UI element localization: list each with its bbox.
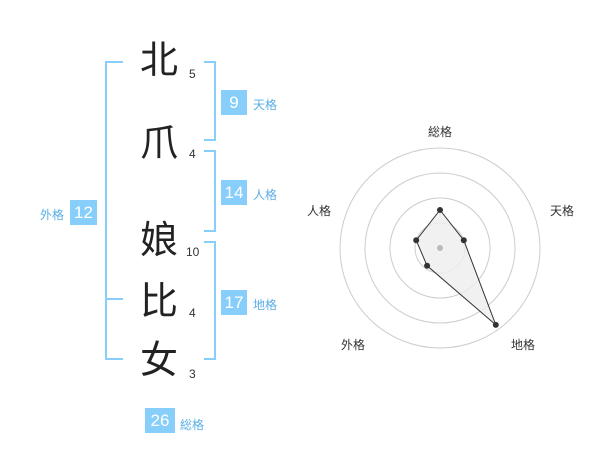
radar-point [413,237,420,244]
gaikaku-label: 外格 [40,208,65,222]
radar-polygon [415,209,497,326]
name-char-2: 爪 [139,121,178,165]
radar-points [413,207,499,328]
radar-rings [339,147,541,349]
name-char-4: 比 [139,279,178,323]
stroke-count-5: 3 [189,367,196,381]
radar-axis-label-soukaku: 総格 [428,125,453,139]
radar-point [492,321,499,328]
radar-axis-label-chikaku: 地格 [511,338,536,352]
name-char-1: 北 [139,38,178,82]
gaikaku-value: 12 [70,200,97,225]
stroke-count-2: 4 [189,147,196,161]
radar-ring [364,172,516,324]
name-char-5: 女 [139,338,178,382]
chikaku-bracket [204,241,216,360]
tenkaku-label: 天格 [253,98,278,112]
stroke-count-1: 5 [189,67,196,81]
radar-axis-label-tenkaku: 天格 [550,204,575,218]
tenkaku-value: 9 [221,90,247,115]
radar-point [460,237,467,244]
tenkaku-bracket [204,61,216,141]
radar-ring [339,147,541,349]
chikaku-label: 地格 [253,298,278,312]
soukaku-value: 26 [145,408,175,433]
radar-axis-label-jinkaku: 人格 [307,204,332,218]
soukaku-label: 総格 [180,418,205,432]
radar-point [437,207,443,213]
gaikaku-bracket-tick [105,298,123,300]
radar-axis-label-gaikaku: 外格 [341,338,366,352]
name-char-3: 娘 [139,218,178,262]
radar-ring [389,197,491,299]
radar-point [424,262,431,269]
chikaku-value: 17 [221,290,247,315]
jinkaku-label: 人格 [253,188,278,202]
jinkaku-bracket [204,150,216,232]
radar-center-dot [437,245,443,251]
stroke-count-4: 4 [189,306,196,320]
jinkaku-value: 14 [221,180,247,205]
stroke-count-3: 10 [186,245,200,259]
gaikaku-bracket [105,61,123,360]
